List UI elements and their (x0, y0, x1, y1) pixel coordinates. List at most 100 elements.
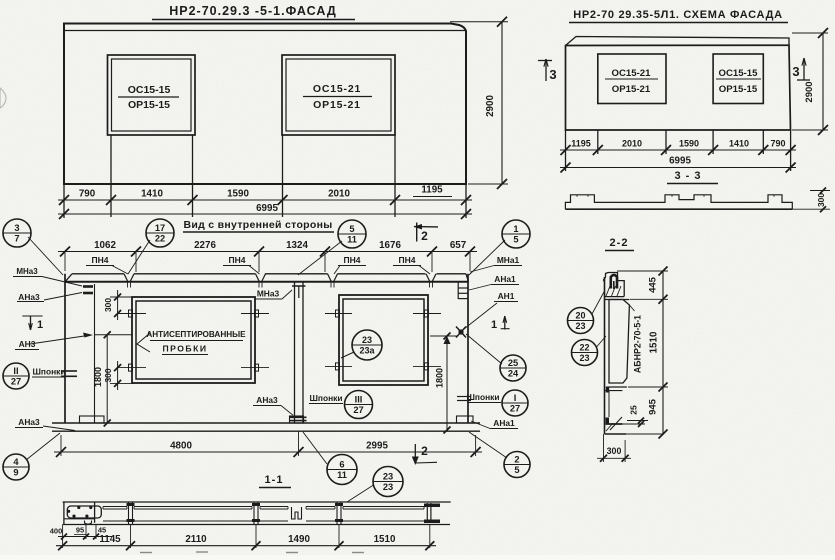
svg-text:2110: 2110 (185, 534, 207, 545)
svg-text:ОС15-21: ОС15-21 (612, 68, 652, 79)
svg-text:АНа1: АНа1 (493, 418, 515, 428)
svg-text:I: I (514, 393, 517, 403)
svg-text:300: 300 (103, 368, 113, 382)
svg-text:МНа3: МНа3 (16, 267, 38, 276)
svg-text:2900: 2900 (485, 95, 496, 117)
svg-text:5: 5 (514, 465, 519, 475)
svg-text:1410: 1410 (141, 189, 163, 200)
svg-text:5: 5 (513, 235, 518, 245)
svg-text:2276: 2276 (194, 240, 216, 251)
svg-text:ОС15-21: ОС15-21 (313, 83, 361, 95)
svg-text:400: 400 (50, 527, 63, 536)
svg-text:4: 4 (13, 457, 19, 467)
svg-text:1800: 1800 (93, 367, 103, 387)
svg-text:3: 3 (14, 223, 19, 233)
svg-text:6995: 6995 (669, 156, 691, 167)
svg-text:1490: 1490 (288, 534, 310, 545)
svg-text:АНа3: АНа3 (18, 417, 40, 427)
svg-text:Шпонки: Шпонки (310, 393, 343, 403)
svg-text:1410: 1410 (729, 139, 749, 149)
svg-text:3: 3 (549, 67, 556, 82)
svg-text:1: 1 (513, 224, 518, 234)
svg-text:23: 23 (575, 321, 585, 331)
svg-text:ПН4: ПН4 (92, 255, 109, 265)
svg-text:1-1: 1-1 (265, 474, 284, 486)
svg-text:МНа3: МНа3 (257, 289, 280, 299)
svg-text:ОР15-21: ОР15-21 (313, 99, 361, 111)
svg-text:2: 2 (421, 444, 428, 458)
svg-text:1145: 1145 (99, 534, 121, 545)
svg-text:945: 945 (648, 398, 659, 415)
svg-text:20: 20 (575, 310, 585, 320)
svg-text:300: 300 (816, 193, 826, 207)
svg-text:АНа3: АНа3 (18, 292, 40, 302)
svg-text:МНа1: МНа1 (497, 255, 520, 265)
svg-text:23а: 23а (359, 345, 375, 355)
svg-text:790: 790 (79, 189, 96, 200)
svg-text:ПН4: ПН4 (399, 255, 416, 265)
svg-text:2995: 2995 (366, 441, 388, 452)
svg-text:III: III (355, 394, 363, 404)
svg-text:25: 25 (629, 405, 639, 415)
svg-text:АН1: АН1 (498, 291, 515, 301)
svg-text:790: 790 (770, 139, 785, 149)
svg-text:2900: 2900 (804, 81, 815, 102)
svg-text:24: 24 (508, 369, 519, 379)
svg-text:1590: 1590 (679, 139, 699, 149)
svg-text:25: 25 (508, 358, 518, 368)
svg-text:23: 23 (383, 482, 393, 492)
svg-text:1510: 1510 (374, 534, 396, 545)
svg-text:6: 6 (339, 459, 344, 469)
svg-text:23: 23 (362, 335, 372, 345)
svg-text:1: 1 (37, 319, 43, 331)
svg-text:11: 11 (337, 470, 347, 480)
svg-text:11: 11 (347, 235, 357, 245)
svg-text:Шпонки: Шпонки (33, 367, 66, 377)
svg-text:ОС15-15: ОС15-15 (128, 84, 171, 96)
svg-text:АБНР2-70-5-1: АБНР2-70-5-1 (633, 315, 643, 373)
svg-text:27: 27 (11, 377, 21, 387)
svg-text:НР2-70.29.3 -5-1.ФАСАД: НР2-70.29.3 -5-1.ФАСАД (169, 4, 337, 18)
svg-text:2-2: 2-2 (610, 237, 629, 249)
svg-text:6995: 6995 (256, 203, 278, 214)
svg-text:4800: 4800 (170, 441, 192, 452)
svg-text:Шпонки: Шпонки (467, 392, 500, 402)
svg-text:1324: 1324 (286, 240, 308, 251)
svg-text:23: 23 (579, 353, 589, 363)
svg-text:445: 445 (648, 276, 659, 293)
svg-text:22: 22 (155, 234, 165, 244)
svg-text:1590: 1590 (227, 189, 249, 200)
svg-text:2: 2 (514, 454, 519, 464)
svg-text:1195: 1195 (571, 139, 591, 149)
svg-text:300: 300 (103, 298, 113, 312)
svg-text:3: 3 (792, 64, 799, 79)
svg-text:657: 657 (450, 240, 467, 251)
svg-text:27: 27 (353, 405, 363, 415)
svg-text:ОР15-15: ОР15-15 (719, 84, 758, 95)
svg-text:1: 1 (491, 319, 497, 331)
svg-text:1800: 1800 (435, 368, 445, 388)
svg-text:ОС15-15: ОС15-15 (719, 68, 759, 79)
svg-text:АНа3: АНа3 (256, 395, 278, 405)
svg-text:НР2-70 29.35-5Л1. СХЕМА ФАСАДА: НР2-70 29.35-5Л1. СХЕМА ФАСАДА (573, 9, 783, 21)
svg-text:23: 23 (383, 471, 393, 481)
svg-text:27: 27 (510, 404, 520, 414)
svg-text:АНТИСЕПТИРОВАННЫЕ: АНТИСЕПТИРОВАННЫЕ (146, 330, 246, 339)
svg-text:22: 22 (579, 342, 589, 352)
svg-text:17: 17 (155, 223, 165, 233)
svg-text:ПН4: ПН4 (344, 255, 361, 265)
svg-text:АНа1: АНа1 (494, 274, 516, 284)
svg-text:ПРОБКИ: ПРОБКИ (162, 344, 207, 354)
svg-text:95: 95 (76, 526, 84, 535)
svg-text:2: 2 (421, 229, 428, 243)
svg-text:II: II (13, 366, 18, 376)
svg-text:300: 300 (607, 446, 622, 456)
svg-text:2010: 2010 (622, 139, 642, 149)
svg-text:1510: 1510 (649, 331, 660, 353)
svg-text:Вид с внутренней стороны: Вид с внутренней стороны (183, 219, 332, 231)
svg-text:1676: 1676 (379, 240, 401, 251)
svg-text:1195: 1195 (421, 185, 443, 196)
svg-text:3 - 3: 3 - 3 (674, 170, 701, 182)
svg-text:2010: 2010 (328, 189, 350, 200)
svg-text:ОР15-21: ОР15-21 (612, 84, 651, 95)
